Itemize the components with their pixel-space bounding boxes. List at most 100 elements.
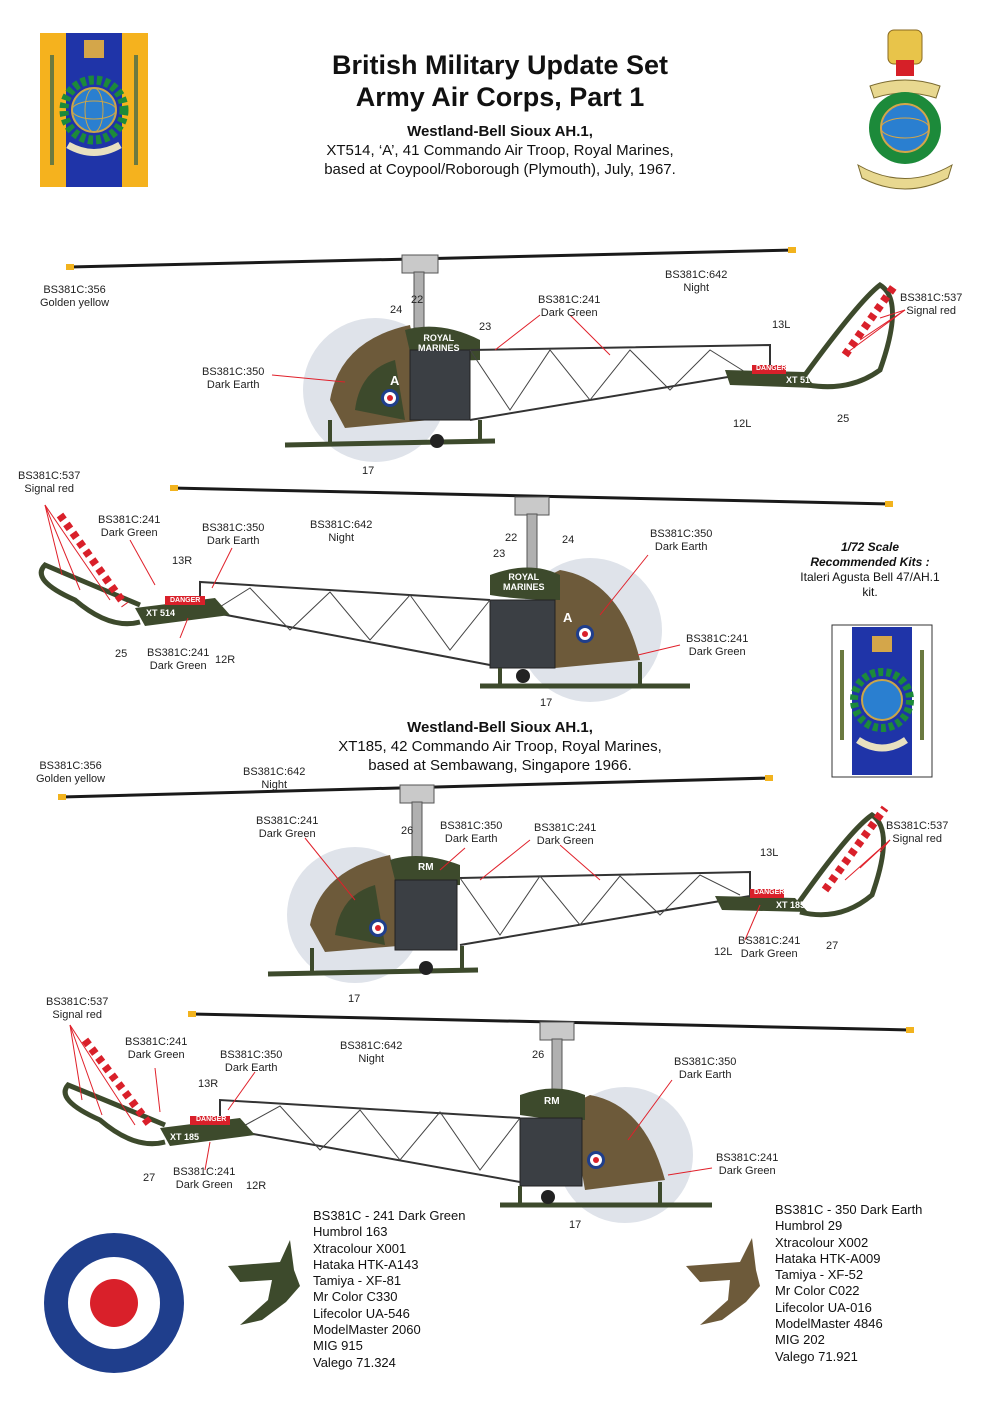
- paint-line: Xtracolour X002: [775, 1234, 869, 1250]
- jet-silhouette-green: [228, 1240, 300, 1325]
- serial-h2: XT 514: [146, 608, 176, 618]
- paint-line: Tamiya - XF-52: [775, 1267, 864, 1283]
- paint-line: ModelMaster 4846: [775, 1316, 883, 1332]
- num-24-h2: 24: [562, 534, 575, 546]
- paint-line: Humbrol 29: [775, 1218, 843, 1234]
- num-26-h4: 26: [532, 1049, 545, 1061]
- serial-h4: XT 185: [170, 1132, 200, 1142]
- flag-vertical: [831, 624, 933, 778]
- paint-line: MIG 202: [775, 1332, 825, 1348]
- nose-text-h4: RM: [544, 1096, 560, 1107]
- num-17-h1: 17: [362, 465, 375, 477]
- kits-item-1: Italeri Agusta Bell 47/AH.1: [800, 570, 940, 584]
- profile1-caption: Westland-Bell Sioux AH.1, XT514, ‘A’, 41…: [250, 122, 750, 179]
- num-22-h1: 22: [411, 294, 424, 306]
- flag-left: [40, 33, 148, 187]
- num-13R-h4: 13R: [198, 1078, 219, 1090]
- kits-scale: 1/72 Scale: [840, 540, 900, 554]
- paint-line: BS381C - 241 Dark Green: [313, 1208, 466, 1223]
- kits-heading: Recommended Kits :: [810, 555, 930, 569]
- paint-line: Hataka HTK-A009: [775, 1250, 881, 1266]
- danger-h3: DANGER: [754, 889, 785, 896]
- num-22-h2: 22: [505, 532, 518, 544]
- num-12R-h4: 12R: [246, 1180, 267, 1192]
- danger-h1: DANGER: [756, 365, 787, 372]
- num-13L-h1: 13L: [772, 319, 791, 331]
- profile2-heading: Westland-Bell Sioux AH.1,: [407, 719, 593, 736]
- num-12L-h1: 12L: [733, 418, 752, 430]
- paint-line: Lifecolor UA-546: [313, 1305, 410, 1321]
- profile1-heading: Westland-Bell Sioux AH.1,: [407, 123, 593, 140]
- code-letter-h2: A: [563, 610, 573, 625]
- serial-h1: XT 514: [786, 375, 816, 385]
- paint-line: Lifecolor UA-016: [775, 1299, 872, 1315]
- num-12L-h3: 12L: [714, 946, 733, 958]
- profile2-line2: XT185, 42 Commando Air Troop, Royal Mari…: [338, 738, 662, 755]
- kits-item-2: kit.: [862, 585, 878, 599]
- recommended-kits: 1/72 Scale Recommended Kits : Italeri Ag…: [800, 540, 940, 600]
- paint-line: Valego 71.324: [313, 1354, 396, 1370]
- paint-line: Tamiya - XF-81: [313, 1273, 402, 1289]
- num-23-h2: 23: [493, 548, 506, 560]
- profile1-line3: based at Coypool/Roborough (Plymouth), J…: [324, 161, 676, 178]
- helicopter-profile-1: [66, 247, 899, 462]
- paint-line: ModelMaster 2060: [313, 1322, 421, 1338]
- paint-line: Hataka HTK-A143: [313, 1256, 419, 1272]
- danger-h4: DANGER: [196, 1116, 227, 1123]
- paint-line: Humbrol 163: [313, 1224, 388, 1240]
- jet-silhouette-earth: [686, 1238, 760, 1325]
- num-24-h1: 24: [390, 304, 403, 316]
- paint-line: MIG 915: [313, 1338, 363, 1354]
- num-17-h2: 17: [540, 697, 553, 709]
- num-13R-h2: 13R: [172, 555, 193, 567]
- crest-right: [857, 29, 953, 190]
- profile2-line3: based at Sembawang, Singapore 1966.: [368, 757, 632, 774]
- num-17-h3: 17: [348, 993, 361, 1005]
- num-13L-h3: 13L: [760, 847, 779, 859]
- nose-text-h3: RM: [418, 862, 434, 873]
- num-27-h3: 27: [826, 940, 839, 952]
- serial-h3: XT 185: [776, 900, 806, 910]
- num-12R-h2: 12R: [215, 654, 236, 666]
- num-25-h1: 25: [837, 413, 850, 425]
- raf-roundel: [44, 1233, 184, 1373]
- num-26-h3: 26: [401, 825, 414, 837]
- num-27-h4: 27: [143, 1172, 156, 1184]
- danger-h2: DANGER: [170, 597, 201, 604]
- num-23-h1: 23: [479, 321, 492, 333]
- page-subtitle: Army Air Corps, Part 1: [355, 82, 645, 112]
- num-25-h2: 25: [115, 648, 128, 660]
- paint-line: Mr Color C330: [313, 1289, 398, 1305]
- paint-line: Xtracolour X001: [313, 1240, 407, 1256]
- num-17-h4: 17: [569, 1219, 582, 1231]
- paint-line: Mr Color C022: [775, 1283, 860, 1299]
